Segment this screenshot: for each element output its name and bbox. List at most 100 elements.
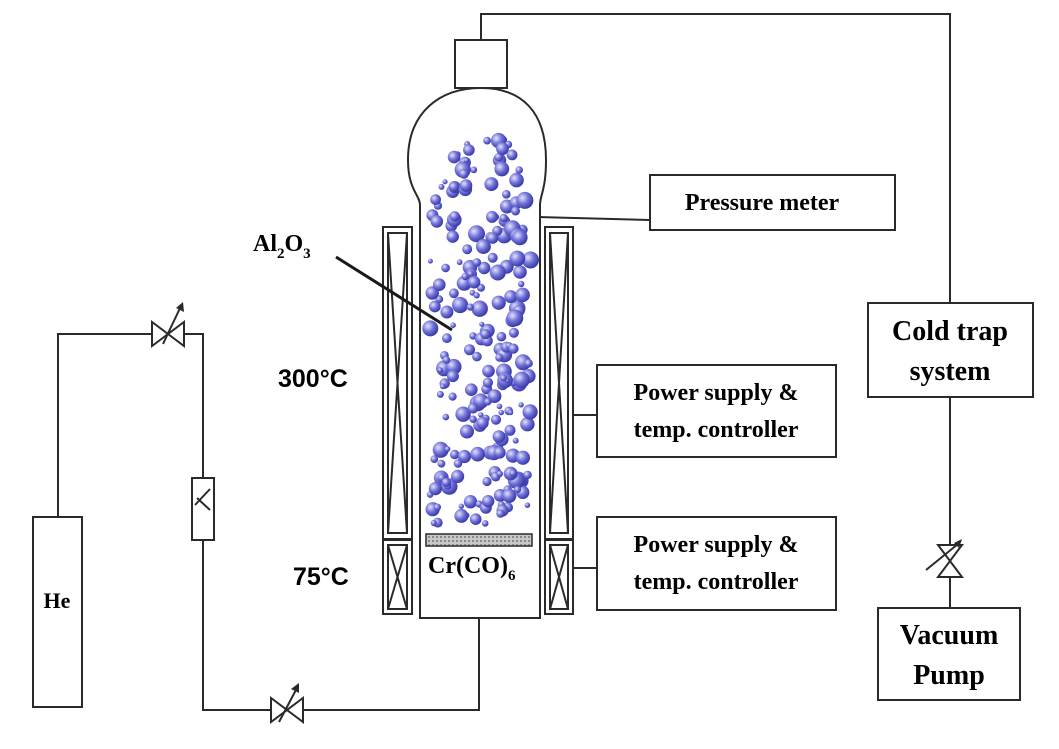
alumina-particle [484,177,499,192]
alumina-particle [506,309,524,327]
alumina-particle [508,409,514,416]
alumina-particle [442,179,448,185]
alumina-particle [476,416,489,430]
alumina-particle [515,166,523,174]
alumina-particle [461,272,469,281]
alumina-particle [467,403,479,414]
temp-300-label: 300°C [278,365,348,393]
power-supply-lower-line1: Power supply & [634,532,799,558]
alumina-label: Al2O3 [253,231,311,262]
alumina-particle [520,417,535,432]
alumina-particle [440,383,446,390]
alumina-particle [430,215,444,228]
power-supply-upper-box: Power supply & temp. controller [596,364,837,458]
cold-trap-box: Cold trap system [867,302,1034,398]
alumina-particle [523,470,532,480]
vacuum-pump-box: Vacuum Pump [877,607,1021,701]
alumina-particle [496,142,509,156]
alumina-particle [450,449,460,460]
alumina-particle [442,413,450,421]
valve-top-left [151,302,185,348]
alumina-particle [463,495,478,509]
alumina-particle [478,261,491,275]
alumina-particle [436,390,444,398]
vacuum-pump-line2: Pump [913,660,985,691]
alumina-particle [498,409,505,416]
alumina-pointer [335,255,453,332]
alumina-particle [449,211,460,222]
alumina-particle [440,305,454,319]
alumina-particle [437,459,446,468]
alumina-particle [509,172,524,188]
alumina-particle [452,296,469,314]
alumina-particle [480,329,491,340]
alumina-particle [482,495,495,508]
alumina-particle [509,469,517,477]
alumina-particle [433,503,441,511]
alumina-particle [487,252,498,263]
alumina-particle [456,275,472,291]
alumina-particle [500,374,508,382]
alumina-particle [438,183,445,190]
alumina-particle [430,455,439,463]
alumina-particle [513,485,522,494]
alumina-particle [502,190,511,199]
alumina-particle [491,295,506,310]
alumina-particle [504,424,516,436]
alumina-particle [473,292,480,299]
alumina-particle [433,278,446,292]
alumina-particle [481,520,489,527]
alumina-particle [459,168,469,179]
alumina-particle [518,402,524,408]
alumina-particle [459,179,473,192]
alumina-particle [446,370,459,383]
he-label: He [44,588,71,613]
alumina-particle [524,502,531,509]
alumina-particle [463,144,475,156]
alumina-particle [504,290,518,304]
alumina-particle [468,225,485,243]
alumina-particle [496,331,507,342]
alumina-particle [475,239,491,254]
valve-bottom [270,683,304,724]
alumina-particle [422,320,439,337]
alumina-particle [513,371,530,388]
flow-meter [191,477,215,541]
alumina-particle [482,364,495,378]
power-supply-upper-line1: Power supply & [634,380,799,406]
alumina-particle [460,424,474,439]
alumina-particle [469,513,482,525]
alumina-particle [470,166,478,174]
alumina-particle-bed [422,132,539,528]
alumina-particle [484,397,492,406]
alumina-particle [522,404,538,420]
alumina-particle [493,446,506,459]
alumina-particle [512,229,528,246]
alumina-particle [447,150,461,164]
alumina-particle [479,321,485,327]
alumina-particle [483,136,491,145]
alumina-particle [495,353,504,362]
alumina-particle [499,213,508,223]
power-supply-lower-line2: temp. controller [634,569,799,595]
alumina-particle [456,259,463,266]
alumina-particle [518,280,525,288]
alumina-particle [496,403,503,410]
alumina-particle [487,389,502,403]
vacuum-pump-line1: Vacuum [900,620,999,651]
pressure-meter-box: Pressure meter [649,174,896,231]
alumina-particle [457,449,472,464]
alumina-particle [466,303,474,311]
alumina-particle [458,503,464,509]
alumina-particle [455,406,471,422]
alumina-particle [486,210,498,223]
alumina-particle [524,359,533,368]
alumina-particle [427,258,433,264]
alumina-particle [446,230,459,243]
alumina-particle [486,232,499,244]
cold-trap-line1: Cold trap [892,316,1008,347]
alumina-particle [478,412,484,418]
alumina-particle [430,194,441,206]
alumina-particle [469,415,477,423]
